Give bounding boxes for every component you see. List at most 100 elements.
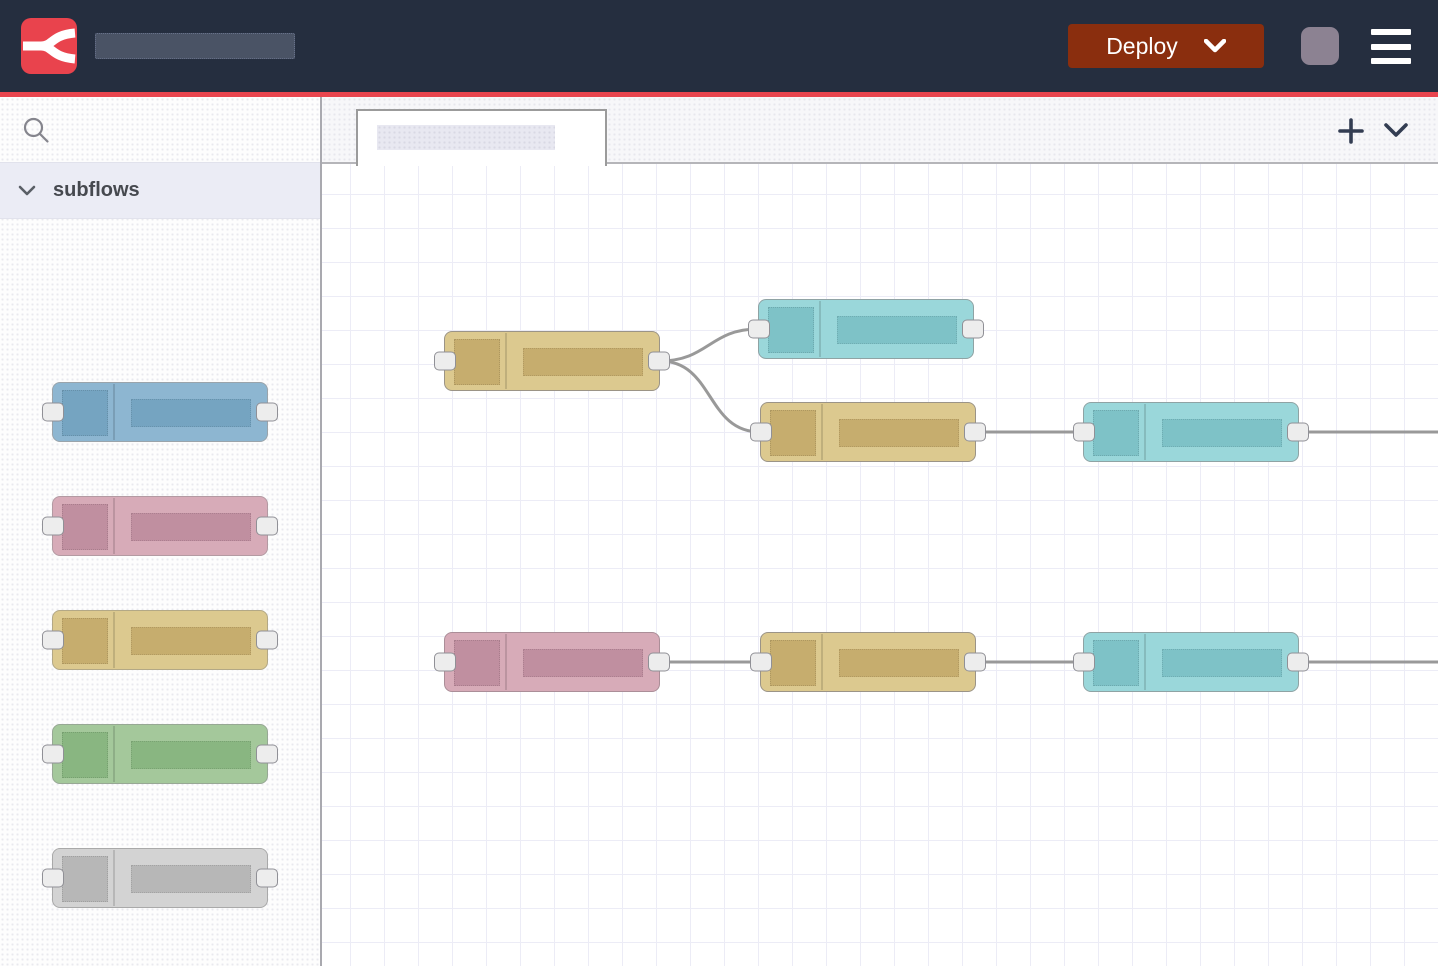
wire[interactable] bbox=[658, 359, 762, 434]
deploy-button-label: Deploy bbox=[1106, 32, 1178, 59]
palette-list bbox=[0, 219, 320, 966]
flow-node-cyan-2[interactable] bbox=[1073, 402, 1309, 462]
palette-category-subflows[interactable]: subflows bbox=[0, 162, 320, 219]
node-icon bbox=[62, 856, 108, 902]
palette-search[interactable] bbox=[0, 97, 320, 162]
header-accent-line bbox=[0, 92, 1438, 97]
deploy-button[interactable]: Deploy bbox=[1068, 24, 1264, 68]
node-label-placeholder bbox=[839, 419, 959, 447]
flow-node-cyan-3[interactable] bbox=[1073, 632, 1309, 692]
node-label-placeholder bbox=[131, 513, 251, 541]
node-port-output bbox=[256, 744, 278, 764]
palette-node-green[interactable] bbox=[42, 724, 278, 784]
search-icon bbox=[23, 117, 49, 143]
node-separator bbox=[1144, 634, 1146, 690]
chevron-down-icon bbox=[18, 185, 36, 195]
header-title-placeholder bbox=[95, 33, 295, 59]
node-port-output[interactable] bbox=[962, 319, 984, 339]
node-icon bbox=[62, 618, 108, 664]
node-separator bbox=[113, 726, 115, 782]
node-port-input bbox=[42, 744, 64, 764]
node-icon bbox=[62, 390, 108, 436]
node-port-output bbox=[256, 868, 278, 888]
tab-flow-1[interactable] bbox=[356, 109, 607, 166]
node-separator bbox=[505, 634, 507, 690]
chevron-down-icon bbox=[1384, 122, 1408, 137]
node-label-placeholder bbox=[131, 399, 251, 427]
palette-sidebar: subflows bbox=[0, 97, 320, 966]
flow-node-cyan-1[interactable] bbox=[748, 299, 984, 359]
hamburger-icon bbox=[1371, 29, 1411, 35]
hamburger-menu-button[interactable] bbox=[1371, 29, 1411, 64]
flow-node-pink-1[interactable] bbox=[434, 632, 670, 692]
node-label-placeholder bbox=[131, 627, 251, 655]
node-port-input bbox=[42, 630, 64, 650]
palette-node-pink[interactable] bbox=[42, 496, 278, 556]
node-icon bbox=[1093, 410, 1139, 456]
node-separator bbox=[113, 384, 115, 440]
logo-icon bbox=[21, 18, 77, 74]
node-port-output[interactable] bbox=[964, 422, 986, 442]
node-icon bbox=[770, 410, 816, 456]
hamburger-icon bbox=[1371, 43, 1411, 50]
node-separator bbox=[113, 612, 115, 668]
node-label-placeholder bbox=[1162, 649, 1282, 677]
palette-node-yellow[interactable] bbox=[42, 610, 278, 670]
node-port-input[interactable] bbox=[750, 422, 772, 442]
node-separator bbox=[1144, 404, 1146, 460]
palette-node-gray[interactable] bbox=[42, 848, 278, 908]
deploy-chevron-icon bbox=[1203, 39, 1226, 53]
node-icon bbox=[454, 640, 500, 686]
node-icon bbox=[1093, 640, 1139, 686]
add-tab-button[interactable] bbox=[1338, 118, 1364, 144]
wires-layer bbox=[658, 327, 1438, 664]
flow-canvas bbox=[322, 164, 1438, 966]
wire[interactable] bbox=[658, 327, 760, 363]
node-separator bbox=[113, 850, 115, 906]
node-label-placeholder bbox=[523, 348, 643, 376]
node-icon bbox=[454, 339, 500, 385]
node-port-input[interactable] bbox=[750, 652, 772, 672]
node-icon bbox=[770, 640, 816, 686]
node-port-input bbox=[42, 402, 64, 422]
node-port-input[interactable] bbox=[1073, 422, 1095, 442]
tab-list-chevron-button[interactable] bbox=[1383, 121, 1409, 143]
node-separator bbox=[821, 634, 823, 690]
node-separator bbox=[821, 404, 823, 460]
tab-label-placeholder bbox=[377, 125, 555, 150]
node-icon bbox=[768, 307, 814, 353]
node-port-output[interactable] bbox=[1287, 422, 1309, 442]
node-label-placeholder bbox=[839, 649, 959, 677]
node-port-output[interactable] bbox=[648, 652, 670, 672]
node-label-placeholder bbox=[131, 741, 251, 769]
flow-node-yellow-1[interactable] bbox=[434, 331, 670, 391]
flow-node-yellow-3[interactable] bbox=[750, 632, 986, 692]
node-port-output bbox=[256, 402, 278, 422]
node-port-input[interactable] bbox=[434, 351, 456, 371]
node-port-output[interactable] bbox=[1287, 652, 1309, 672]
node-label-placeholder bbox=[131, 865, 251, 893]
node-port-input bbox=[42, 868, 64, 888]
hamburger-icon bbox=[1371, 58, 1411, 64]
flow-node-yellow-2[interactable] bbox=[750, 402, 986, 462]
node-separator bbox=[819, 301, 821, 357]
avatar[interactable] bbox=[1301, 27, 1339, 65]
node-label-placeholder bbox=[523, 649, 643, 677]
palette-category-label: subflows bbox=[53, 179, 140, 201]
node-port-input[interactable] bbox=[1073, 652, 1095, 672]
palette-node-blue[interactable] bbox=[42, 382, 278, 442]
workspace bbox=[320, 97, 1438, 966]
node-port-output bbox=[256, 516, 278, 536]
node-icon bbox=[62, 732, 108, 778]
node-port-output[interactable] bbox=[964, 652, 986, 672]
node-icon bbox=[62, 504, 108, 550]
node-port-output[interactable] bbox=[648, 351, 670, 371]
node-port-input[interactable] bbox=[434, 652, 456, 672]
node-separator bbox=[505, 333, 507, 389]
node-port-output bbox=[256, 630, 278, 650]
node-separator bbox=[113, 498, 115, 554]
node-label-placeholder bbox=[1162, 419, 1282, 447]
node-port-input[interactable] bbox=[748, 319, 770, 339]
plus-icon bbox=[1338, 118, 1364, 144]
